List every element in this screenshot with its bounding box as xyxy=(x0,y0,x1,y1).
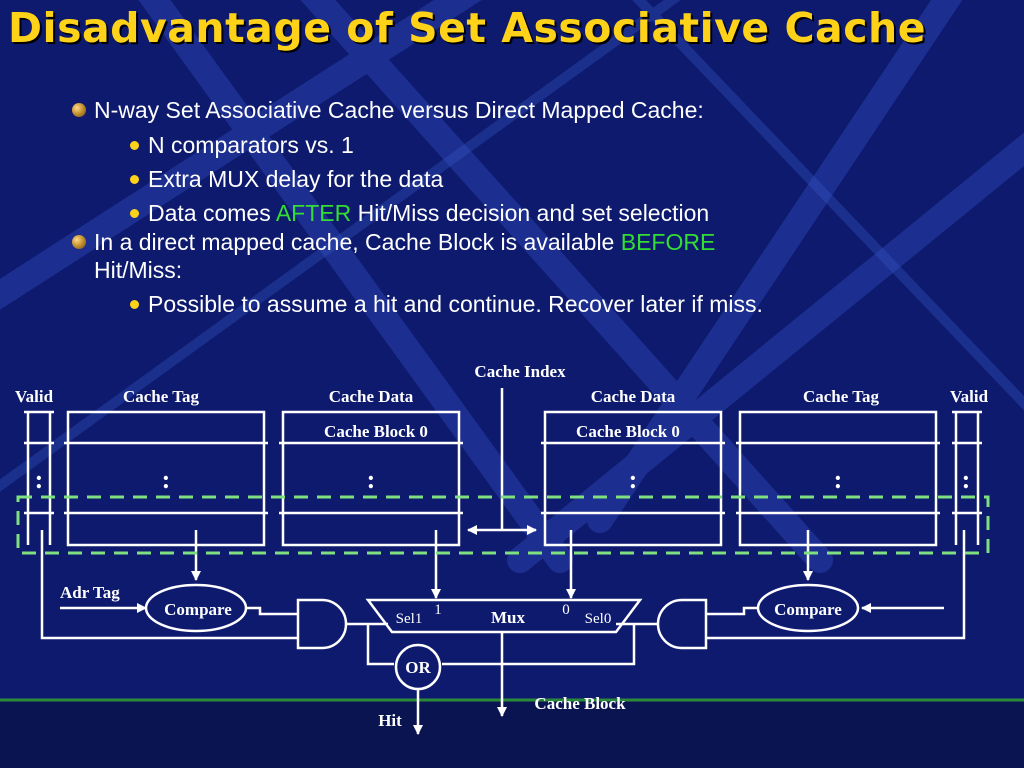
bullet-1-3-highlight: AFTER xyxy=(275,200,352,226)
compare-right xyxy=(756,583,860,633)
bullet-dot-icon xyxy=(130,209,139,218)
bullet-2-1-text: Possible to assume a hit and continue. R… xyxy=(148,291,763,317)
bullet-dot-icon xyxy=(130,141,139,150)
selected-set-highlight xyxy=(16,495,990,555)
compare-label-right: Compare xyxy=(774,600,842,619)
bullet-1-3-text-pre: Data comes xyxy=(148,200,276,226)
mux-label: Mux xyxy=(491,608,526,627)
valid-label-left: Valid xyxy=(15,387,54,406)
bullet-2-text-pre: In a direct mapped cache, Cache Block is… xyxy=(94,229,621,255)
bullet-2: In a direct mapped cache, Cache Block is… xyxy=(72,228,716,284)
hit-label: Hit xyxy=(378,711,402,730)
cache-tag-label-right: Cache Tag xyxy=(803,387,880,406)
valid-label-right: Valid xyxy=(950,387,989,406)
sel1-label: Sel1 xyxy=(396,611,423,627)
bullet-1-text: N-way Set Associative Cache versus Direc… xyxy=(94,97,704,123)
or-gate xyxy=(394,643,442,691)
ellipsis-data-right: : xyxy=(629,465,638,494)
cache-data-array-right xyxy=(543,410,723,547)
cache-data-label-right: Cache Data xyxy=(591,387,676,406)
ellipsis-valid-left: : xyxy=(35,465,44,494)
adr-tag-label: Adr Tag xyxy=(60,583,120,602)
bullet-ball-icon xyxy=(72,103,86,117)
cache-data-array-left xyxy=(281,410,461,547)
cache-block-0-right: Cache Block 0 xyxy=(576,422,680,441)
bullet-dot-icon xyxy=(130,175,139,184)
cache-tag-array-left xyxy=(66,410,266,547)
bullet-1-1-text: N comparators vs. 1 xyxy=(148,132,354,158)
ellipsis-valid-right: : xyxy=(962,465,971,494)
bullet-2-text-line2: Hit/Miss: xyxy=(94,257,183,283)
cache-block-output-label: Cache Block xyxy=(534,694,626,713)
bullet-1: N-way Set Associative Cache versus Direc… xyxy=(72,96,704,124)
ellipsis-tag-left: : xyxy=(162,465,171,494)
and-gate-right xyxy=(656,598,708,650)
or-label: OR xyxy=(405,658,431,677)
cache-index-label: Cache Index xyxy=(474,362,566,381)
mux-input-1: 1 xyxy=(434,602,442,618)
cache-block-0-left: Cache Block 0 xyxy=(324,422,428,441)
bullet-1-2-text: Extra MUX delay for the data xyxy=(148,166,444,192)
bullet-2-1: Possible to assume a hit and continue. R… xyxy=(130,290,763,318)
slide-title: Disadvantage of Set Associative Cache xyxy=(8,4,927,52)
bullet-ball-icon xyxy=(72,235,86,249)
cache-data-label-left: Cache Data xyxy=(329,387,414,406)
compare-label-left: Compare xyxy=(164,600,232,619)
bullet-2-highlight: BEFORE xyxy=(620,229,716,255)
ellipsis-data-left: : xyxy=(367,465,376,494)
bullet-1-2: Extra MUX delay for the data xyxy=(130,165,444,193)
mux-input-0: 0 xyxy=(562,602,570,618)
ellipsis-tag-right: : xyxy=(834,465,843,494)
cache-tag-label-left: Cache Tag xyxy=(123,387,200,406)
and-gate-left xyxy=(296,598,348,650)
bullet-1-1: N comparators vs. 1 xyxy=(130,131,354,159)
bullet-1-3-text-post: Hit/Miss decision and set selection xyxy=(351,200,710,226)
cache-tag-array-right xyxy=(738,410,938,547)
mux-block xyxy=(365,598,643,634)
bullet-dot-icon xyxy=(130,300,139,309)
sel0-label: Sel0 xyxy=(585,611,612,627)
bullet-1-3: Data comes AFTER Hit/Miss decision and s… xyxy=(130,199,710,227)
compare-left xyxy=(144,583,248,633)
